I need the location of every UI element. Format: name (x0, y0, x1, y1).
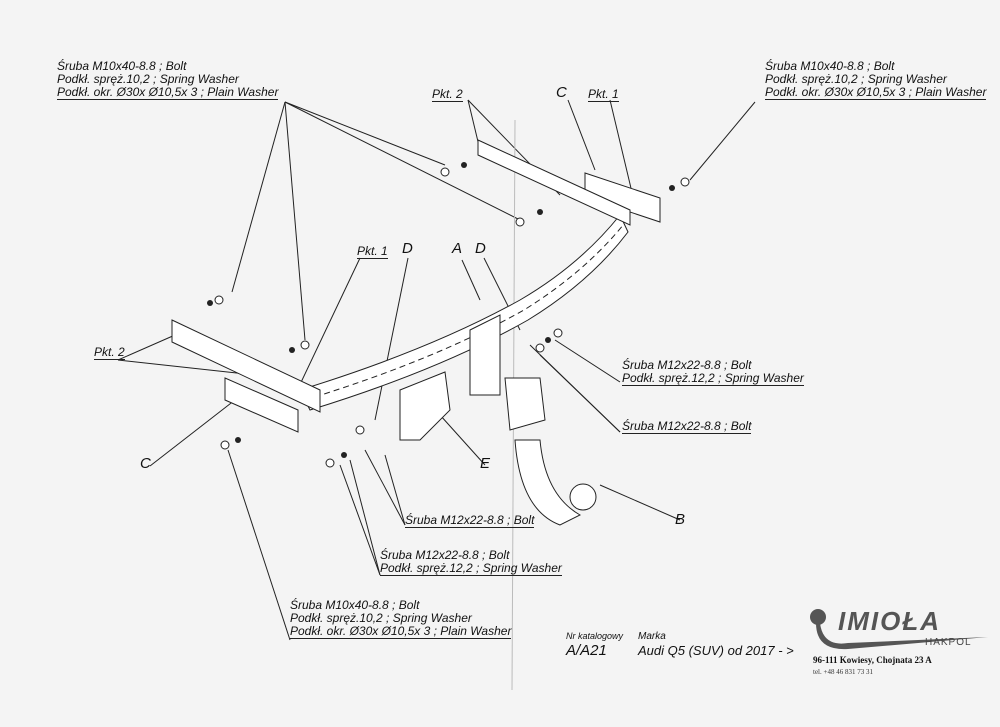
label-pkt2-left: Pkt. 2 (94, 345, 125, 360)
top-left-callout: Śruba M10x40-8.8 ; Bolt Podkł. spręż.10,… (57, 59, 279, 100)
address: 96-111 Kowiesy, Chojnata 23 A (813, 655, 932, 665)
right-upper-callout: Śruba M12x22-8.8 ; Bolt Podkł. spręż.12,… (622, 359, 804, 386)
callout-line: Podkł. okr. Ø30x Ø10,5x 3 ; Plain Washer (57, 85, 279, 100)
label-d-left: D (402, 240, 413, 257)
callout-line: Śruba M12x22-8.8 ; Bolt (622, 419, 752, 434)
callout-line: Podkł. spręż.12,2 ; Spring Washer (622, 371, 804, 386)
logo-text: IMIOŁA (838, 606, 941, 636)
callout-line: Podkł. spręż.10,2 ; Spring Washer (290, 611, 472, 625)
callout-line: Podkł. spręż.10,2 ; Spring Washer (57, 72, 239, 86)
right-lower-callout: Śruba M12x22-8.8 ; Bolt (622, 419, 752, 434)
label-c-left: C (140, 455, 151, 472)
make-label: Marka (638, 631, 666, 642)
callout-line: Podkł. okr. Ø30x Ø10,5x 3 ; Plain Washer (290, 624, 512, 639)
callout-line: Podkł. spręż.10,2 ; Spring Washer (765, 72, 947, 86)
label-pkt1-mid: Pkt. 1 (357, 244, 388, 259)
logo-subtext: HAKPOL (925, 637, 972, 648)
callout-line: Śruba M12x22-8.8 ; Bolt (622, 358, 752, 372)
imiola-logo-icon (810, 609, 988, 650)
label-c-top: C (556, 84, 567, 101)
label-b: B (675, 511, 686, 528)
bottom-left-callout: Śruba M10x40-8.8 ; Bolt Podkł. spręż.10,… (290, 598, 512, 639)
center-a-callout: Śruba M12x22-8.8 ; Bolt (405, 513, 535, 528)
callout-line: Podkł. okr. Ø30x Ø10,5x 3 ; Plain Washer (765, 85, 987, 100)
callout-line: Podkł. spręż.12,2 ; Spring Washer (380, 561, 562, 576)
catalog-label: Nr katalogowy (566, 631, 624, 641)
catalog-number: A/A21 (566, 642, 607, 659)
phone: tel. +48 46 831 73 31 (813, 668, 873, 676)
label-e: E (480, 455, 491, 472)
label-pkt1-top: Pkt. 1 (588, 87, 619, 102)
callout-line: Śruba M12x22-8.8 ; Bolt (380, 548, 510, 562)
label-a: A (452, 240, 463, 257)
callout-line: Śruba M12x22-8.8 ; Bolt (405, 513, 535, 528)
label-d-right: D (475, 240, 486, 257)
make-value: Audi Q5 (SUV) od 2017 - > (638, 643, 794, 658)
label-pkt2-top: Pkt. 2 (432, 87, 463, 102)
top-right-callout: Śruba M10x40-8.8 ; Bolt Podkł. spręż.10,… (765, 59, 987, 100)
callout-line: Śruba M10x40-8.8 ; Bolt (290, 598, 420, 612)
callout-line: Śruba M10x40-8.8 ; Bolt (765, 59, 895, 73)
center-b-callout: Śruba M12x22-8.8 ; Bolt Podkł. spręż.12,… (380, 549, 562, 576)
callout-line: Śruba M10x40-8.8 ; Bolt (57, 59, 187, 73)
